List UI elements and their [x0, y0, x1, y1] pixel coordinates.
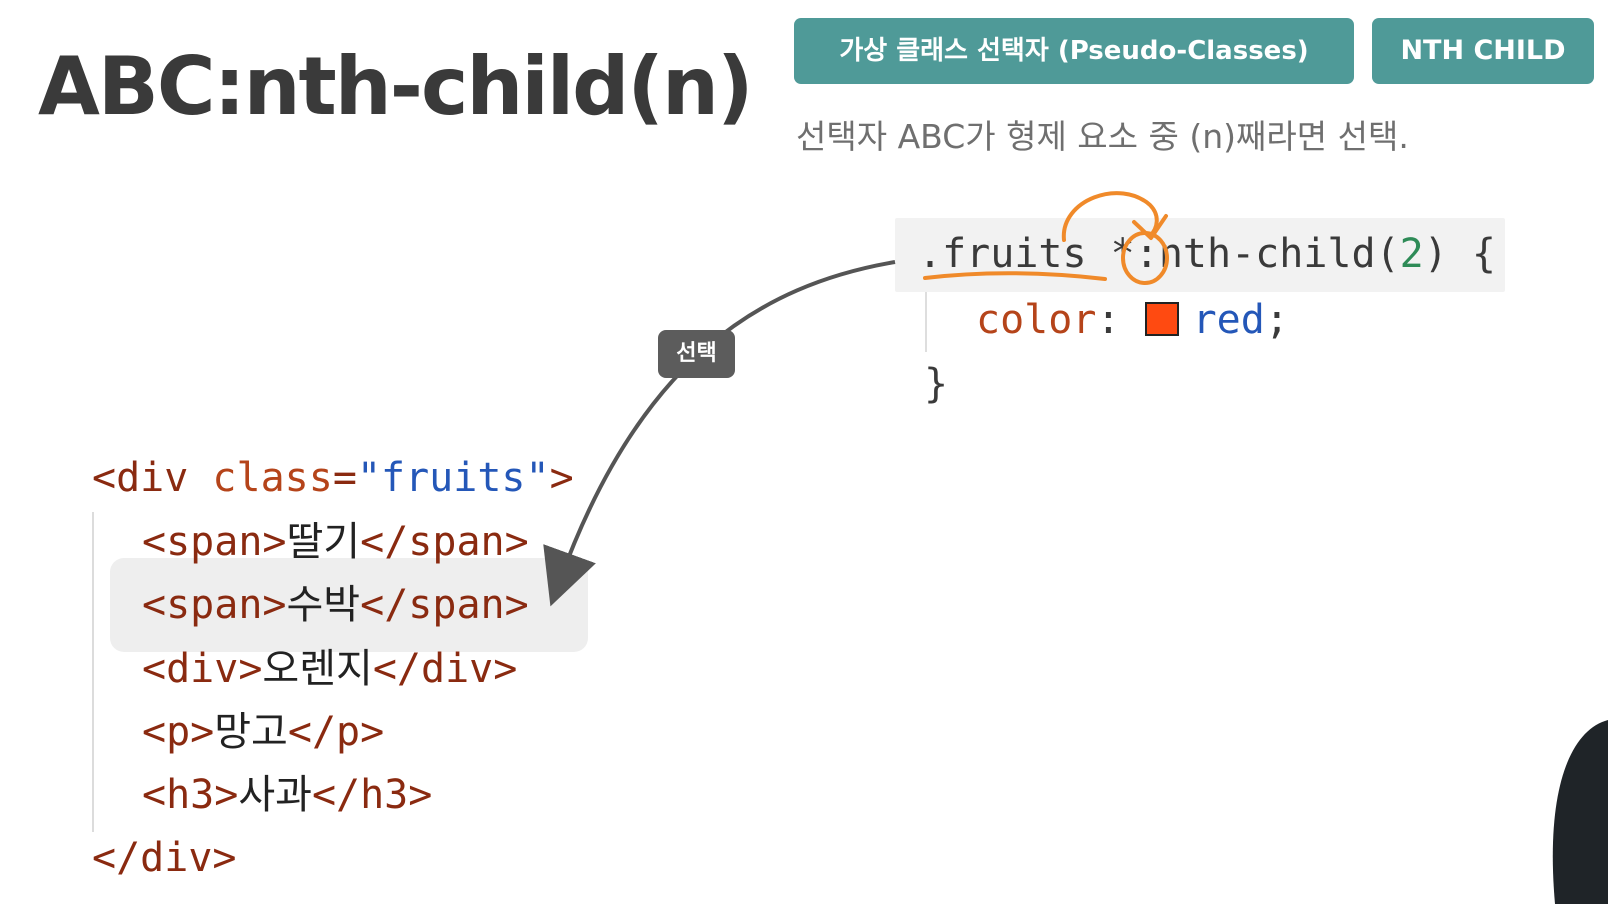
slide-description: 선택자 ABC가 형제 요소 중 (n)째라면 선택. [796, 117, 1409, 156]
css-close-paren: ) [1423, 231, 1448, 277]
css-indent-guide [925, 292, 927, 352]
html-close-div-line: </div> [92, 835, 237, 881]
css-selector-highlight [895, 218, 1505, 292]
css-nth-argument: 2 [1399, 231, 1424, 277]
html-child-open-tag: <p> [142, 709, 215, 755]
html-child-line: <span>딸기</span> [142, 518, 529, 566]
html-child-open-tag: <div> [142, 646, 263, 692]
corner-decoration [1552, 720, 1608, 904]
html-child-text: 오렌지 [262, 646, 373, 692]
html-child-text: 사과 [238, 772, 312, 818]
html-child-close-tag: </h3> [311, 772, 433, 818]
html-child-close-tag: </span> [360, 582, 529, 628]
html-child-text: 딸기 [286, 519, 361, 565]
selection-arrow [543, 260, 896, 607]
html-child-line: <p>망고</p> [142, 708, 384, 756]
html-child-line: <div>오렌지</div> [142, 645, 517, 693]
color-swatch-icon [1144, 302, 1179, 336]
select-label-badge: 선택 [658, 330, 735, 378]
curved-arrowhead-annotation [1132, 214, 1168, 240]
html-child-close-tag: </div> [372, 646, 518, 692]
css-property: color [976, 297, 1097, 343]
circle-annotation [1121, 231, 1169, 285]
css-open-brace: { [1447, 231, 1497, 277]
html-child-text: 수박 [286, 582, 361, 628]
underline-annotation [923, 271, 1107, 281]
badge-nth-child: NTH CHILD [1372, 18, 1594, 84]
html-attr-eq: = [332, 455, 357, 501]
html-child-line: <h3>사과</h3> [142, 771, 432, 819]
css-colon: : [1096, 297, 1145, 343]
html-child-open-tag: <span> [142, 519, 287, 565]
html-child-open-tag: <h3> [142, 772, 239, 818]
css-selector-line: .fruits *:nth-child(2) { [918, 230, 1496, 278]
html-attr-name: class [188, 455, 333, 501]
html-attr-value: "fruits" [356, 455, 550, 501]
css-selector-class: .fruits [918, 231, 1111, 277]
html-tag-name: div [116, 455, 189, 501]
html-gt: > [549, 455, 574, 501]
slide-title: ABC:nth-child(n) [38, 40, 754, 133]
badge-pseudo-classes: 가상 클래스 선택자 (Pseudo-Classes) [794, 18, 1354, 84]
html-child-close-tag: </p> [287, 709, 385, 755]
curved-arrow-annotation [1061, 191, 1159, 242]
css-pseudo-class: :nth-child( [1134, 231, 1400, 277]
html-child-open-tag: <span> [142, 582, 287, 628]
css-declaration-line: color: red; [976, 296, 1289, 344]
html-child-text: 망고 [214, 709, 288, 755]
html-lt: < [92, 455, 117, 501]
html-child-close-tag: </span> [360, 519, 529, 565]
css-value: red [1192, 297, 1265, 343]
html-indent-guide [92, 512, 94, 832]
html-open-div-line: <div class="fruits"> [92, 454, 574, 502]
selected-element-highlight [110, 558, 588, 652]
css-close-brace: } [924, 361, 949, 407]
html-child-line-selected: <span>수박</span> [142, 581, 529, 629]
css-semicolon: ; [1264, 297, 1289, 343]
